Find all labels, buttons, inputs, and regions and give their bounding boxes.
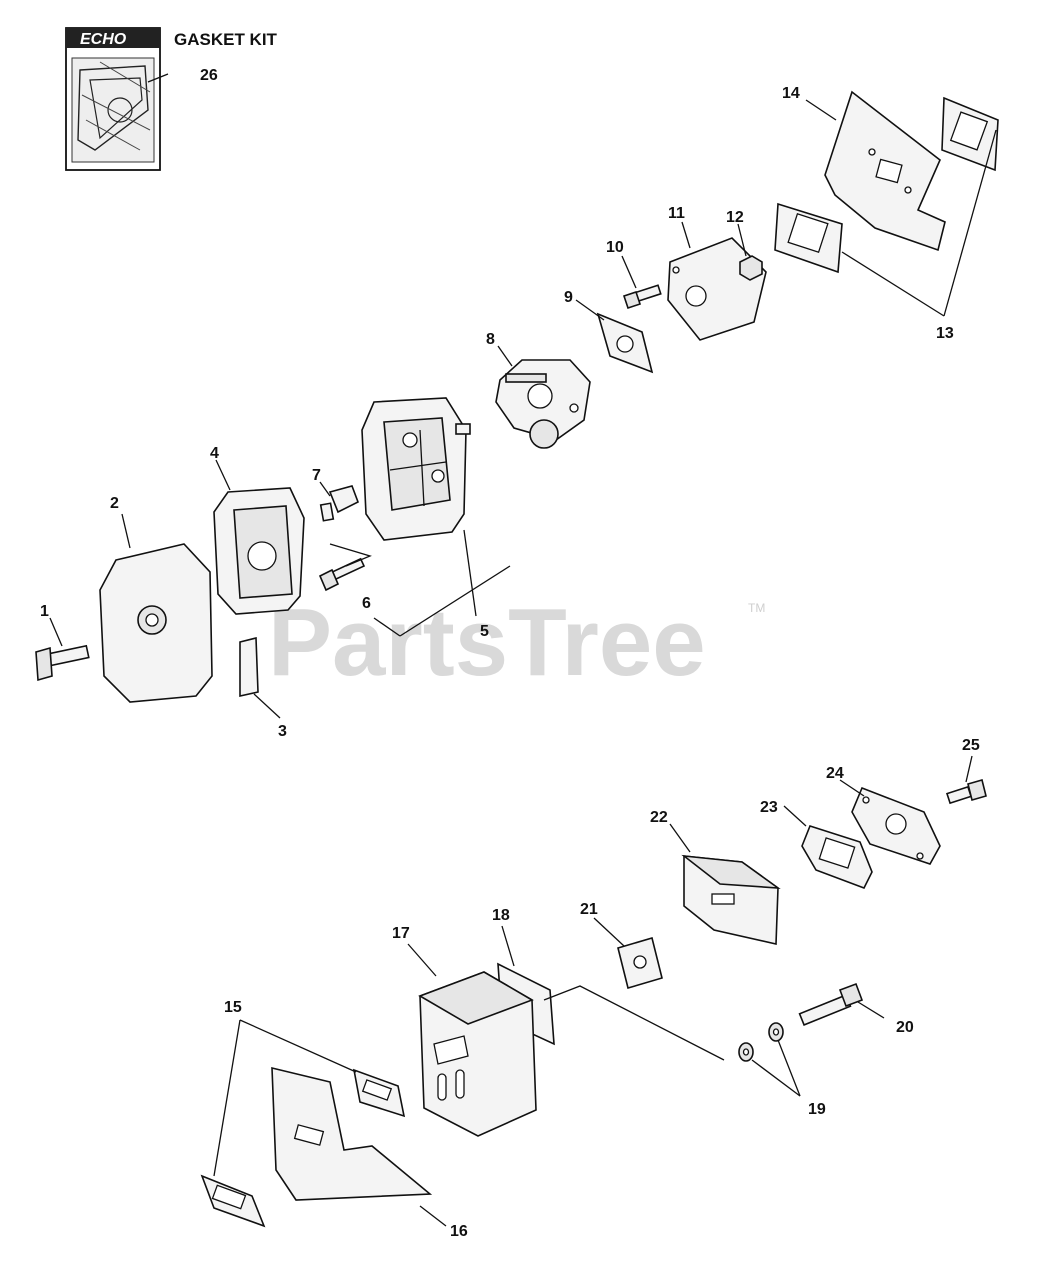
part-11-insulator[interactable]: [667, 237, 767, 341]
callout-2: 2: [110, 495, 119, 512]
callout-16: 16: [450, 1223, 468, 1240]
callout-12: 12: [726, 209, 744, 226]
callout-17: 17: [392, 925, 410, 942]
part-22-muffler-cover[interactable]: [681, 854, 781, 945]
watermark-text: PartsTree: [268, 589, 706, 696]
callout-25: 25: [962, 737, 980, 754]
part-13-gasket-lower[interactable]: [774, 202, 843, 274]
part-25-bolt[interactable]: [945, 779, 987, 805]
part-23-gasket[interactable]: [801, 825, 873, 890]
callout-11: 11: [668, 205, 685, 222]
part-8-carburetor[interactable]: [495, 359, 591, 449]
watermark-tm: TM: [748, 601, 765, 615]
gasket-kit-package[interactable]: [65, 27, 161, 171]
part-12-nut[interactable]: [739, 255, 763, 281]
callout-3: 3: [278, 723, 287, 740]
callout-20: 20: [896, 1019, 914, 1036]
part-15-gasket-lower[interactable]: [200, 1174, 266, 1228]
callout-8: 8: [486, 331, 495, 348]
callout-9: 9: [564, 289, 573, 306]
callout-15: 15: [224, 999, 242, 1016]
part-5-air-cleaner-case[interactable]: [361, 397, 471, 541]
part-19-washer-a[interactable]: [738, 1042, 754, 1062]
part-2-air-cleaner-cover[interactable]: [99, 543, 213, 703]
part-4-air-filter[interactable]: [213, 487, 305, 615]
callout-18: 18: [492, 907, 510, 924]
callout-7: 7: [312, 467, 321, 484]
callout-23: 23: [760, 799, 778, 816]
callout-5: 5: [480, 623, 489, 640]
part-24-cover[interactable]: [851, 786, 941, 865]
callout-22: 22: [650, 809, 668, 826]
callout-labels: 26 14 13 11 12 10 9 8 4 7 2 6 5 1 3 25 2…: [40, 67, 980, 1240]
callout-24: 24: [826, 765, 844, 782]
leader-lines: [49, 73, 997, 1227]
part-20-bolt[interactable]: [798, 982, 864, 1026]
part-16-muffler-bracket[interactable]: [271, 1066, 433, 1201]
part-21-spark-arrester-plate[interactable]: [617, 936, 663, 990]
part-19-washer-b[interactable]: [768, 1022, 784, 1042]
part-15-gasket-upper[interactable]: [352, 1068, 406, 1118]
part-3-filter-element[interactable]: [239, 636, 259, 697]
callout-21: 21: [580, 901, 598, 918]
callout-19: 19: [808, 1101, 826, 1118]
gasket-kit-title: GASKET KIT: [174, 30, 278, 49]
callout-10: 10: [606, 239, 624, 256]
callout-1: 1: [40, 603, 49, 620]
part-6-bolt[interactable]: [318, 557, 366, 592]
callout-6: 6: [362, 595, 371, 612]
part-1-cover-knob[interactable]: [35, 644, 90, 682]
part-7-knob-bolt[interactable]: [319, 485, 360, 522]
part-17-muffler[interactable]: [418, 971, 537, 1137]
callout-14: 14: [782, 85, 800, 102]
part-14-insulator-plate[interactable]: [824, 90, 946, 252]
part-10-bolt[interactable]: [622, 284, 662, 310]
echo-logo: ECHO: [80, 31, 127, 48]
callout-4: 4: [210, 445, 219, 462]
part-13-gasket-upper[interactable]: [941, 96, 999, 172]
callout-13: 13: [936, 325, 954, 342]
callout-26: 26: [200, 67, 218, 84]
part-9-carburetor-gasket[interactable]: [596, 312, 654, 374]
